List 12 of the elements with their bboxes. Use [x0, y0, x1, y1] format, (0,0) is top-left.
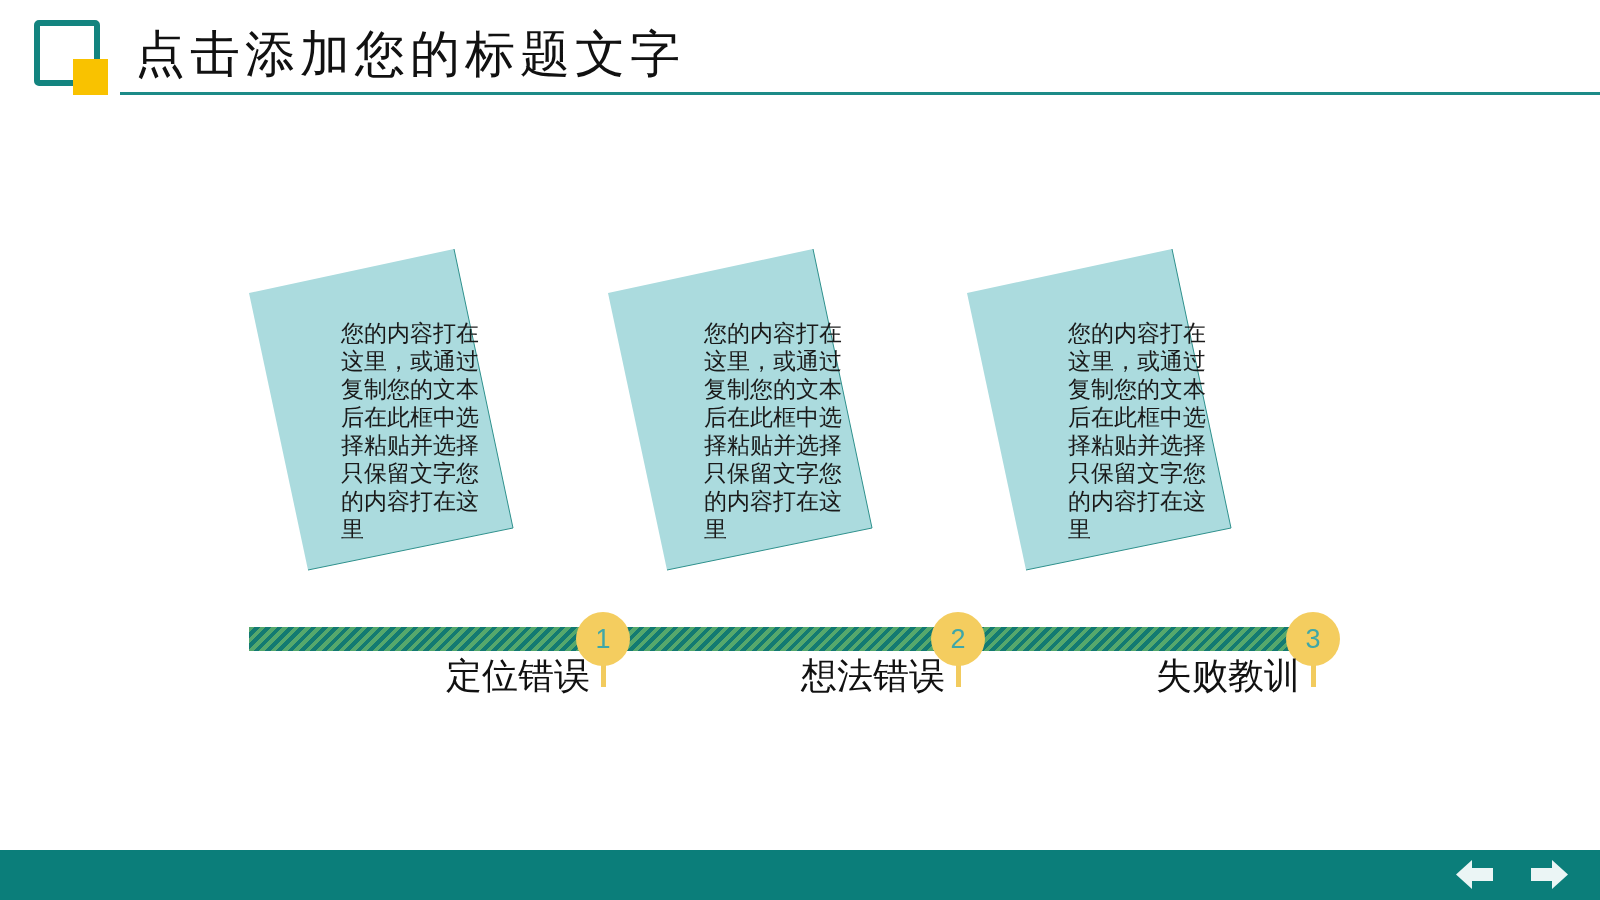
step-number: 2: [950, 624, 966, 654]
tilted-note-card: [608, 249, 872, 570]
tilted-note-card: [967, 249, 1231, 570]
milestone-label: 想法错误: [801, 654, 945, 698]
step-number: 3: [1305, 624, 1321, 654]
tilted-note-card: [249, 249, 513, 570]
milestone-label: 定位错误: [446, 654, 590, 698]
card-text: 您的内容打在这里，或通过复制您的文本后在此框中选择粘贴并选择只保留文字您的内容打在这里: [341, 319, 480, 543]
slide-title: 点击添加您的标题文字: [135, 24, 685, 85]
milestone-label: 失败教训: [1156, 654, 1300, 698]
step-number: 1: [595, 624, 611, 654]
card-text: 您的内容打在这里，或通过复制您的文本后在此框中选择粘贴并选择只保留文字您的内容打在这里: [704, 319, 843, 543]
